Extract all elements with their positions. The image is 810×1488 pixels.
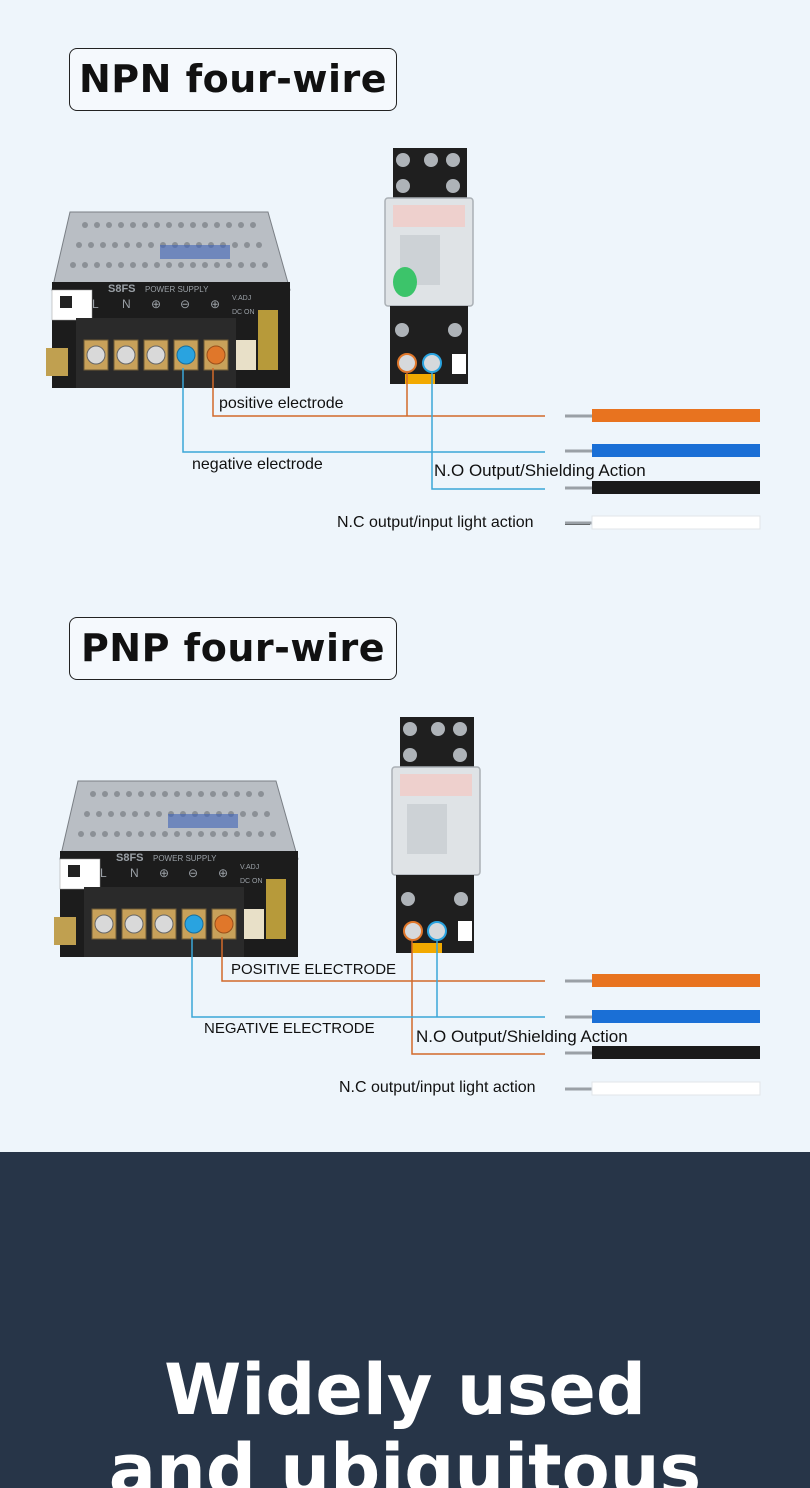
bottom-banner: Widely used and ubiquitous xyxy=(0,1152,810,1488)
wire-white xyxy=(565,1081,761,1096)
ps-brand: S8FS xyxy=(108,283,136,295)
pnp-nc-output-label: N.C output/input light action xyxy=(339,1079,536,1096)
relay-image xyxy=(391,717,481,953)
terminal-label-n: N xyxy=(122,297,131,311)
ps-model: POWER SUPPLY xyxy=(145,285,209,294)
pnp-section: PNP four-wire S8F xyxy=(0,569,810,1139)
wire-orange xyxy=(565,409,760,422)
terminal-label-n: N xyxy=(130,866,139,880)
terminal-label-minus: ⊖ xyxy=(188,866,198,880)
terminal-label-plus: ⊕ xyxy=(210,297,220,311)
power-supply-image xyxy=(54,780,299,957)
pnp-title-box: PNP four-wire xyxy=(69,617,397,680)
relay-image xyxy=(384,148,474,384)
terminal-label-ground: ⊕ xyxy=(159,866,169,880)
npn-negative-label: negative electrode xyxy=(192,456,323,473)
pnp-no-output-label: N.O Output/Shielding Action xyxy=(416,1027,628,1046)
negative-connection-line xyxy=(191,937,545,1018)
npn-nc-output-label: N.C output/input light action xyxy=(337,514,534,531)
negative-connection-line xyxy=(182,368,545,453)
ps-brand: S8FS xyxy=(116,852,144,864)
npn-section: NPN four-wire xyxy=(0,0,810,570)
ps-dc: DC ON xyxy=(232,309,255,316)
ps-adj: V.ADJ xyxy=(232,295,251,302)
wire-blue xyxy=(565,1010,760,1023)
wire-orange xyxy=(565,974,760,987)
ps-model: POWER SUPPLY xyxy=(153,854,217,863)
terminal-label-ground: ⊕ xyxy=(151,297,161,311)
npn-title-box: NPN four-wire xyxy=(69,48,397,111)
ps-adj: V.ADJ xyxy=(240,864,259,871)
pnp-negative-label: NEGATIVE ELECTRODE xyxy=(204,1020,375,1037)
npn-title: NPN four-wire xyxy=(78,57,388,101)
wire-black xyxy=(565,481,760,494)
banner-line-2: and ubiquitous xyxy=(108,1429,702,1488)
npn-no-output-label: N.O Output/Shielding Action xyxy=(434,461,646,480)
pnp-wiring-diagram: S8FS POWER SUPPLY V.ADJ DC ON L N ⊕ ⊖ ⊕ xyxy=(54,717,761,1096)
relay-output-line xyxy=(411,941,545,1055)
pnp-positive-label: POSITIVE ELECTRODE xyxy=(231,961,397,978)
ps-terminal-labels: L N ⊕ ⊖ ⊕ xyxy=(92,297,220,311)
ps-terminal-labels: L N ⊕ ⊖ ⊕ xyxy=(100,866,228,880)
no-output-connection-line xyxy=(431,372,545,490)
wire-blue xyxy=(565,444,760,457)
terminal-label-l: L xyxy=(92,297,99,311)
power-supply-image xyxy=(46,211,291,388)
banner-line-1: Widely used xyxy=(164,1349,646,1431)
banner-heading: Widely used and ubiquitous xyxy=(0,1350,810,1488)
terminal-label-plus: ⊕ xyxy=(218,866,228,880)
npn-wiring-diagram: S8FS POWER SUPPLY V.ADJ DC ON L N ⊕ ⊖ ⊕ xyxy=(46,148,761,530)
terminal-label-minus: ⊖ xyxy=(180,297,190,311)
terminal-label-l: L xyxy=(100,866,107,880)
pnp-title: PNP four-wire xyxy=(80,626,386,670)
wire-white xyxy=(565,515,761,530)
ps-dc: DC ON xyxy=(240,878,263,885)
positive-connection-line xyxy=(212,368,545,417)
wire-black xyxy=(565,1046,760,1059)
npn-positive-label: positive electrode xyxy=(219,395,344,412)
